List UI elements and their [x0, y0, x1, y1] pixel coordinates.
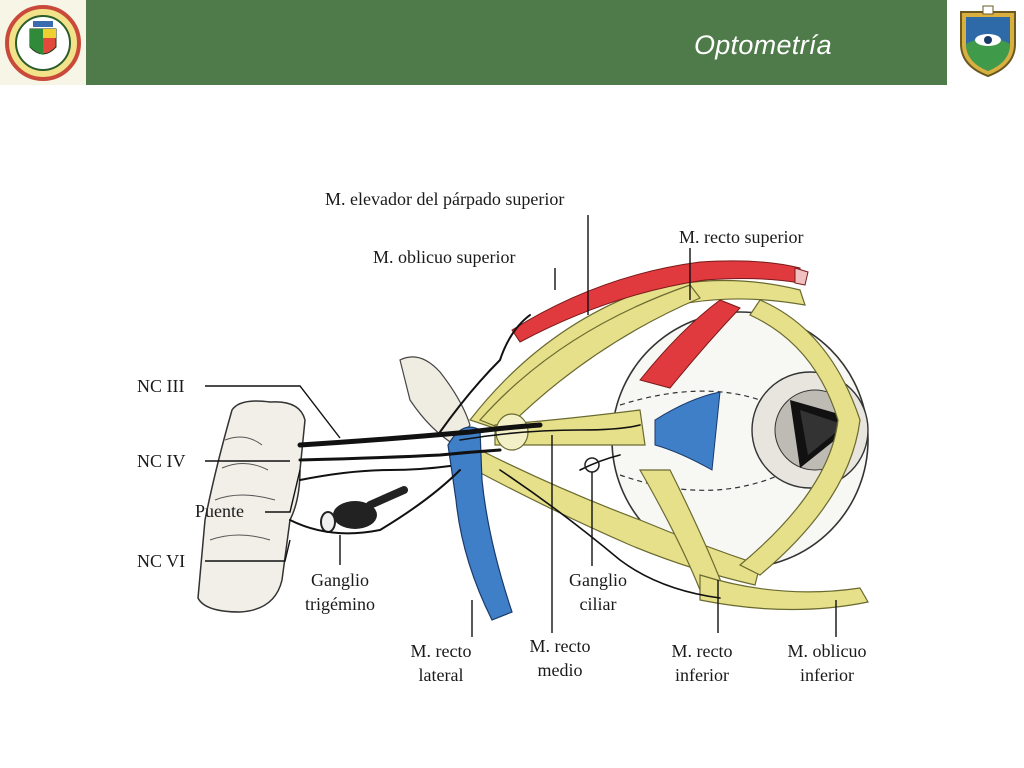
label-nc-vi: NC VI: [137, 551, 185, 571]
label-ganglio-ciliar-line2: ciliar: [580, 594, 617, 614]
trigeminal-ganglion: [320, 486, 408, 533]
lateral-rectus-muscle: [447, 426, 513, 621]
header-title: Optometría: [693, 30, 832, 60]
label-nc-iii: NC III: [137, 376, 185, 396]
optometry-shield-icon: [960, 5, 1016, 78]
trochlea: [794, 267, 809, 286]
label-oblicuo-inferior-line2: inferior: [800, 665, 854, 685]
leader-lines: [205, 215, 837, 637]
label-recto-medio-line1: M. recto: [530, 636, 591, 656]
label-oblicuo-inferior-line1: M. oblicuo: [788, 641, 867, 661]
yellow-muscles: [469, 279, 869, 611]
label-oblicuo-superior: M. oblicuo superior: [373, 247, 515, 267]
label-recto-lateral-line2: lateral: [419, 665, 464, 685]
label-puente: Puente: [195, 501, 244, 521]
label-ganglio-trigemino-line1: Ganglio: [311, 570, 369, 590]
optometry-shield-logo: [955, 4, 1021, 80]
label-elevador: M. elevador del párpado superior: [325, 189, 564, 209]
label-ganglio-trigemino-line2: trigémino: [305, 594, 375, 614]
medial-muscle-on-eye: [654, 391, 721, 471]
label-recto-lateral-line1: M. recto: [411, 641, 472, 661]
bone-fragment: [399, 356, 471, 446]
label-recto-medio-line2: medio: [538, 660, 583, 680]
header-bar: Optometría: [0, 0, 947, 85]
university-seal-icon: [5, 4, 81, 81]
label-recto-inferior-line2: inferior: [675, 665, 729, 685]
label-recto-superior: M. recto superior: [679, 227, 803, 247]
label-recto-inferior-line1: M. recto: [672, 641, 733, 661]
cranial-nerves: [289, 314, 721, 599]
university-seal-logo: [0, 0, 86, 85]
label-nc-iv: NC IV: [137, 451, 186, 471]
brainstem-illustration: [197, 400, 306, 613]
label-ganglio-ciliar-line1: Ganglio: [569, 570, 627, 590]
